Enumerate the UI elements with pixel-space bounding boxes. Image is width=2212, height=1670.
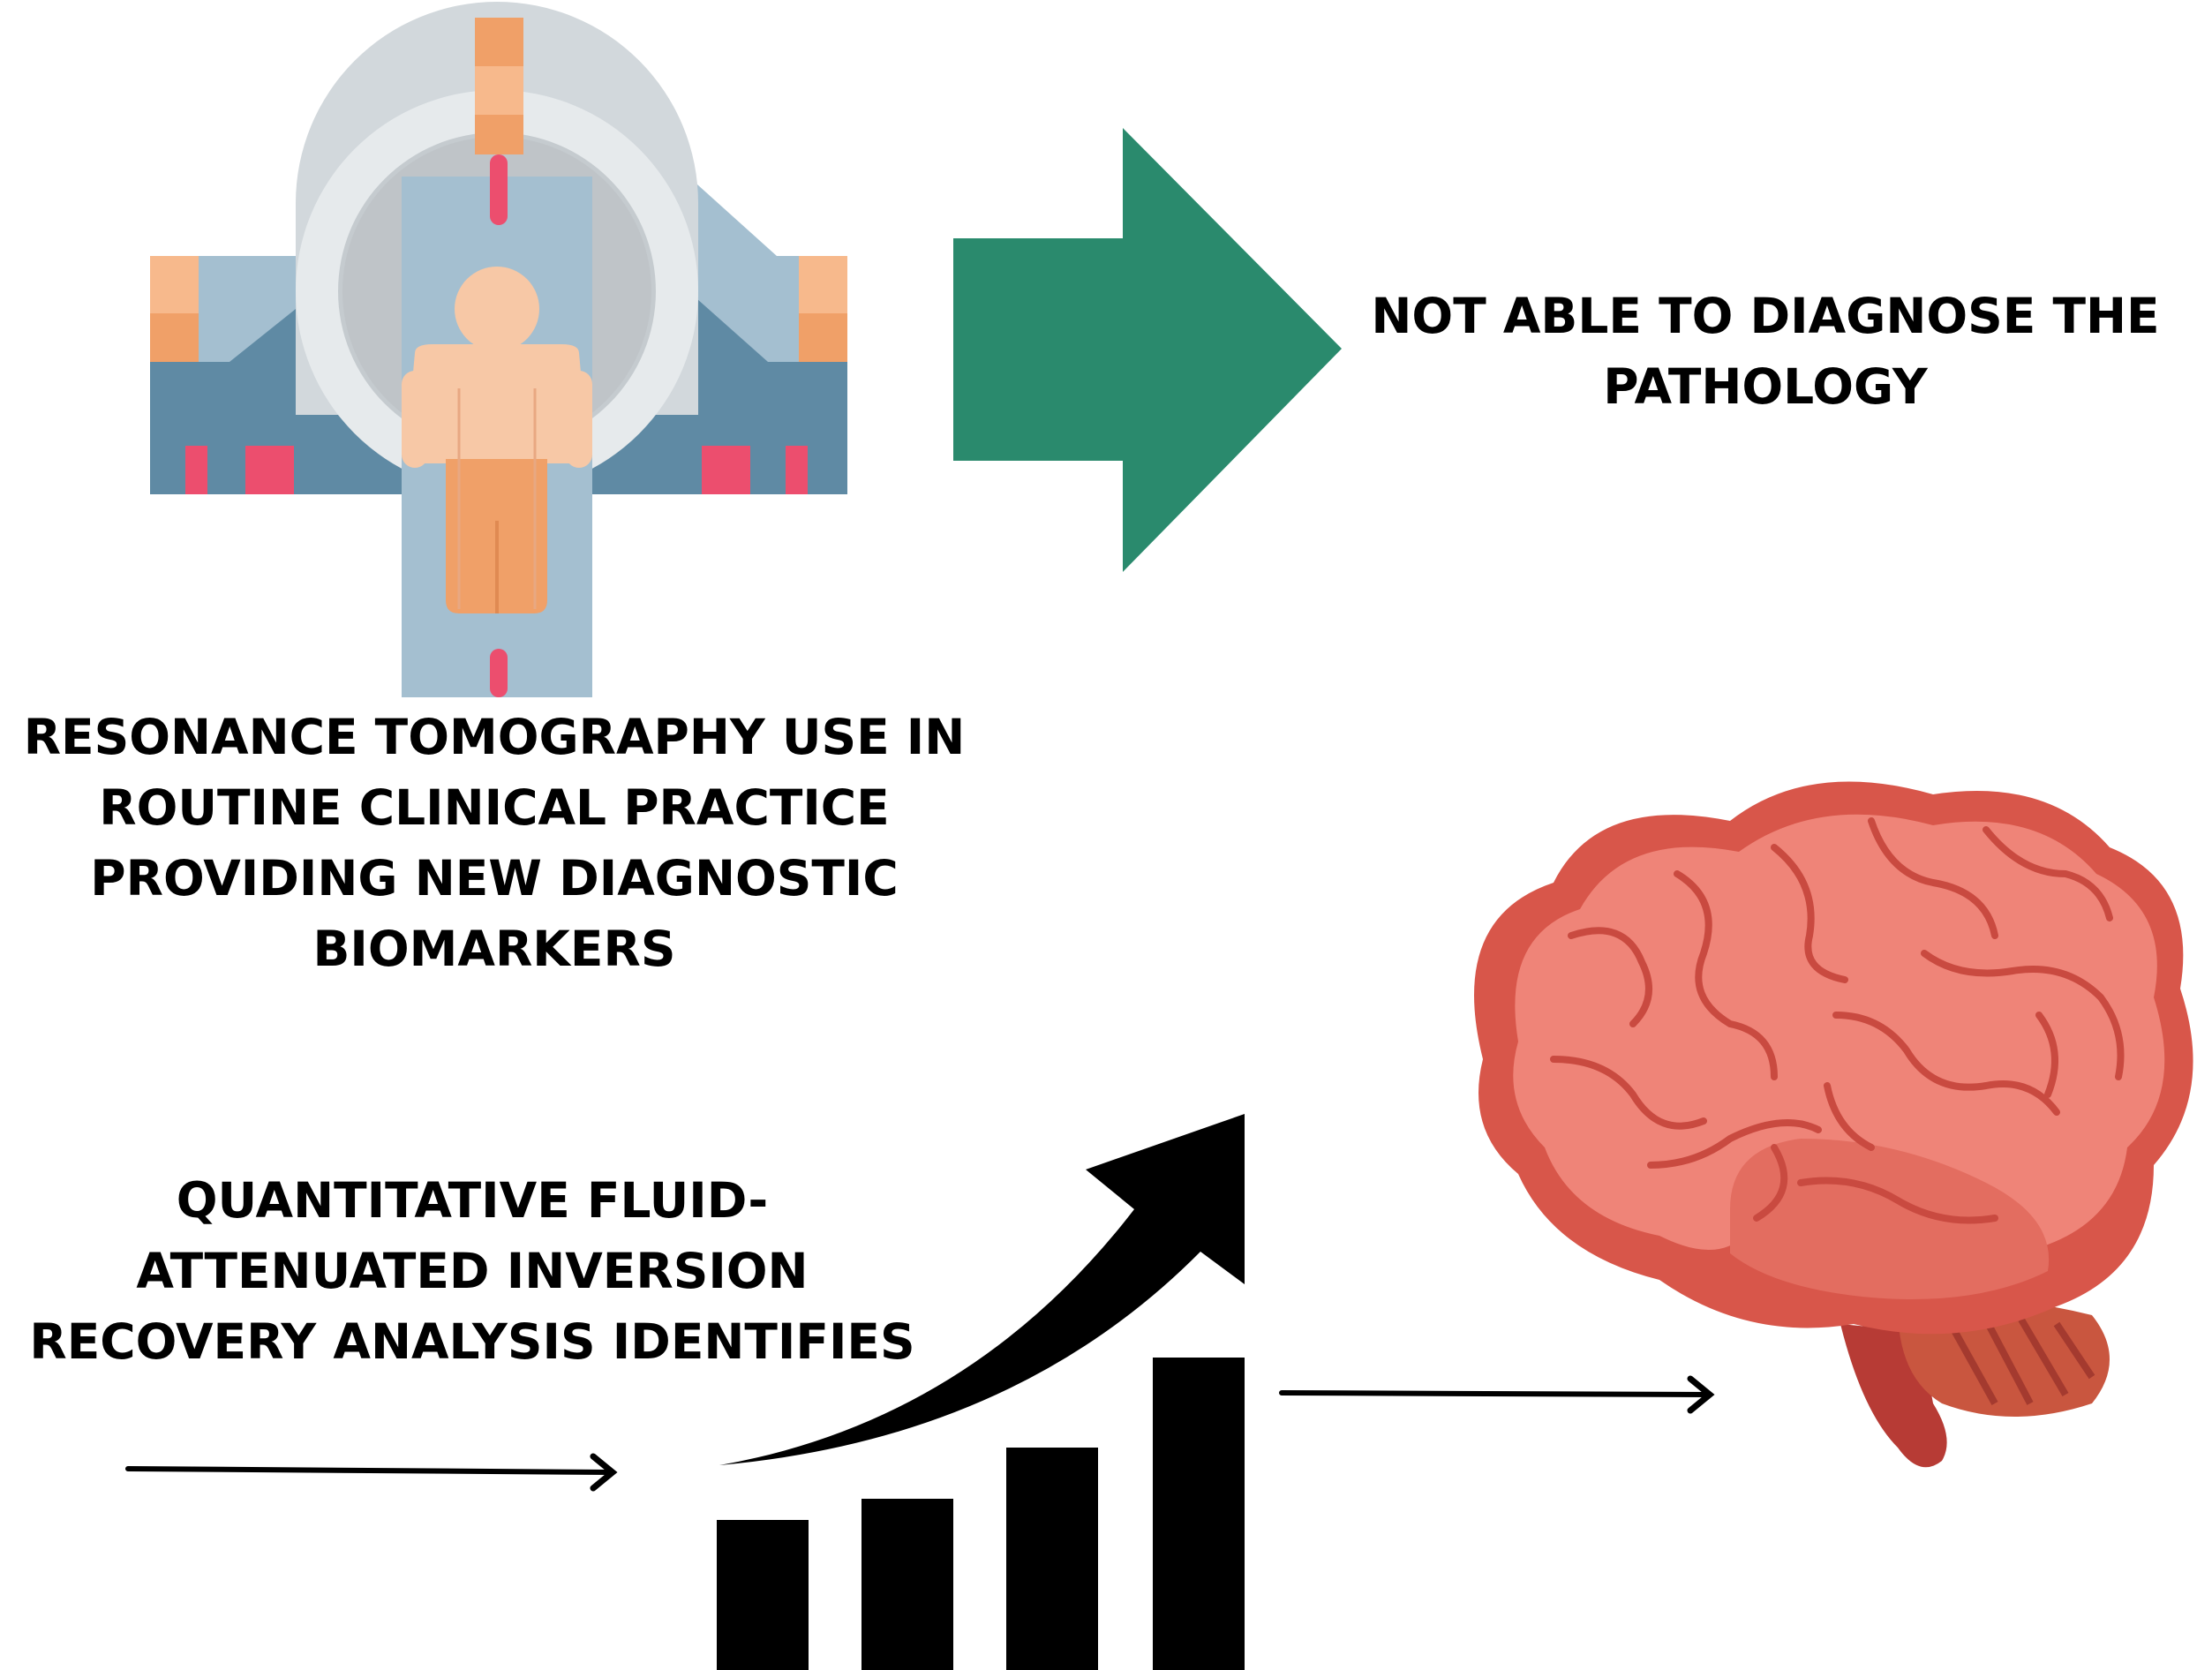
growth-bar-3 bbox=[1006, 1448, 1098, 1670]
flair-caption: QUANTITATIVE FLUID-ATTENUATED INVERSION … bbox=[29, 1172, 915, 1370]
growth-bar-4 bbox=[1153, 1358, 1245, 1670]
result-caption: NOT ABLE TO DIAGNOSE THE PATHOLOGY bbox=[1371, 288, 2160, 415]
thin-arrow-left bbox=[125, 1453, 618, 1492]
growth-bar-1 bbox=[717, 1520, 809, 1670]
curved-up-arrow bbox=[719, 1114, 1245, 1465]
growth-bar-2 bbox=[861, 1499, 953, 1670]
thin-arrow-right bbox=[1279, 1375, 1715, 1414]
mri-caption: RESONANCE TOMOGRAPHY USE IN ROUTINE CLIN… bbox=[23, 709, 966, 977]
